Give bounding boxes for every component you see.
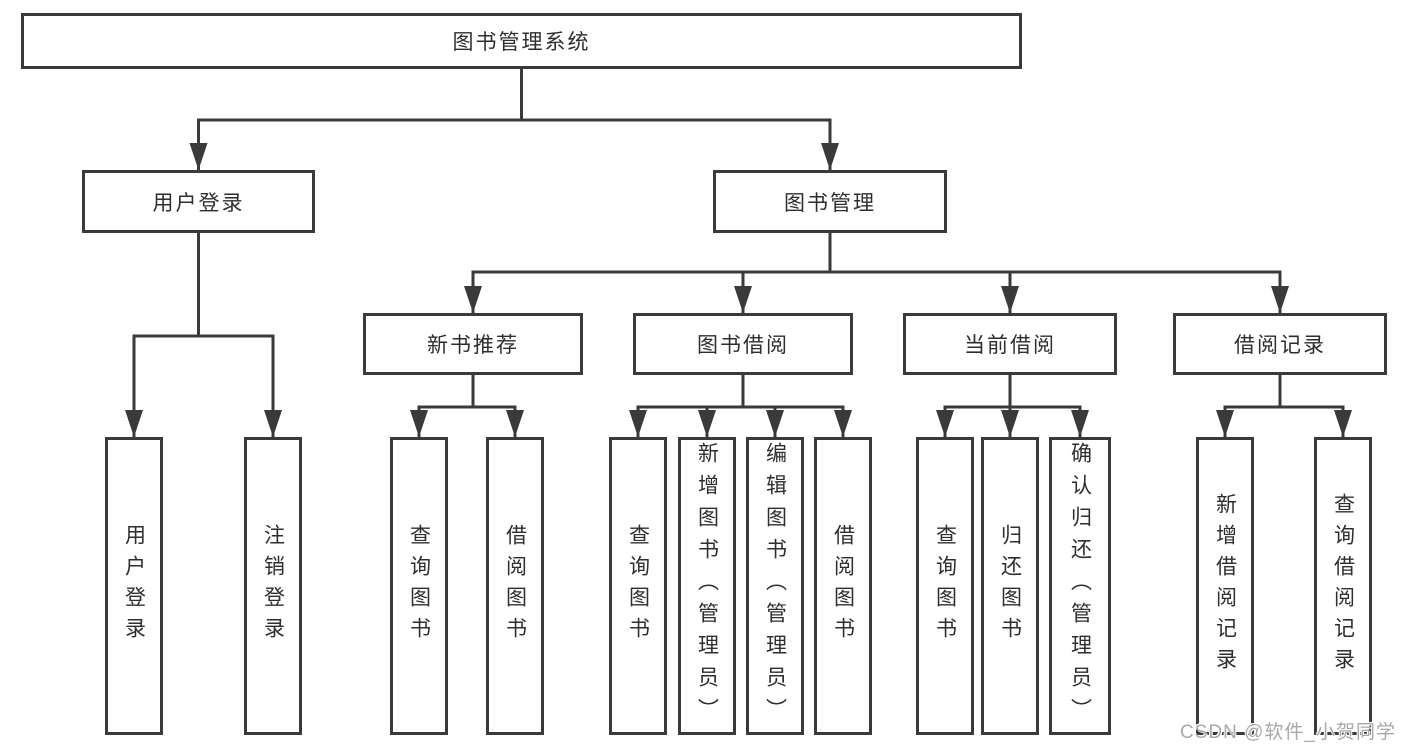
node-new-book-recommend: 新书推荐 <box>363 313 583 375</box>
node-label: 确认归还（管理员） <box>1068 442 1092 730</box>
node-label: 新书推荐 <box>427 334 519 357</box>
connector-bookmgmt-to-level3 <box>471 233 1282 313</box>
connector-root-to-level2 <box>197 69 832 170</box>
leaf-user-login: 用户登录 <box>105 437 163 735</box>
arrowheads <box>125 143 1352 437</box>
leaf-query-borrow-record: 查询借阅记录 <box>1314 437 1372 735</box>
node-borrow-records: 借阅记录 <box>1173 313 1387 375</box>
node-label: 新增借阅记录 <box>1213 493 1237 679</box>
node-label: 编辑图书（管理员） <box>763 442 787 730</box>
node-label: 查询图书 <box>626 524 650 648</box>
node-label: 当前借阅 <box>964 334 1056 357</box>
node-label: 图书管理 <box>784 191 876 215</box>
connector-newbooks-to-leaves <box>417 375 517 437</box>
node-label: 归还图书 <box>998 524 1022 648</box>
node-label: 借阅图书 <box>831 524 855 648</box>
leaf-add-books-admin: 新增图书（管理员） <box>678 437 736 735</box>
node-label: 用户登录 <box>122 524 146 648</box>
node-book-borrowing: 图书借阅 <box>633 313 853 375</box>
node-label: 新增图书（管理员） <box>695 442 719 730</box>
leaf-add-borrow-record: 新增借阅记录 <box>1196 437 1254 735</box>
node-label: 图书借阅 <box>697 334 789 357</box>
node-label: 查询借阅记录 <box>1331 493 1355 679</box>
leaf-query-books: 查询图书 <box>609 437 667 735</box>
connector-records-to-leaves <box>1223 375 1345 437</box>
connector-borrow-to-leaves <box>636 375 845 437</box>
node-book-management: 图书管理 <box>713 170 947 233</box>
node-label: 用户登录 <box>152 191 245 215</box>
node-root-library-system: 图书管理系统 <box>21 13 1022 69</box>
node-label: 借阅记录 <box>1234 334 1326 357</box>
node-label: 注销登录 <box>261 524 285 648</box>
node-label: 图书管理系统 <box>452 31 591 54</box>
leaf-logout: 注销登录 <box>244 437 302 735</box>
leaf-borrow-books: 借阅图书 <box>486 437 544 735</box>
csdn-watermark: CSDN @软件_小贺同学 <box>1180 722 1396 743</box>
leaf-confirm-return-admin: 确认归还（管理员） <box>1049 437 1111 735</box>
node-label: 借阅图书 <box>503 524 527 648</box>
leaf-query-books: 查询图书 <box>916 437 974 735</box>
node-label: 查询图书 <box>933 524 957 648</box>
connector-userlogin-to-leaves <box>132 233 275 437</box>
node-current-borrowing: 当前借阅 <box>903 313 1117 375</box>
node-user-login: 用户登录 <box>82 170 315 233</box>
leaf-query-books: 查询图书 <box>390 437 448 735</box>
leaf-edit-books-admin: 编辑图书（管理员） <box>746 437 804 735</box>
leaf-return-books: 归还图书 <box>981 437 1039 735</box>
node-label: 查询图书 <box>407 524 431 648</box>
leaf-borrow-books: 借阅图书 <box>814 437 872 735</box>
